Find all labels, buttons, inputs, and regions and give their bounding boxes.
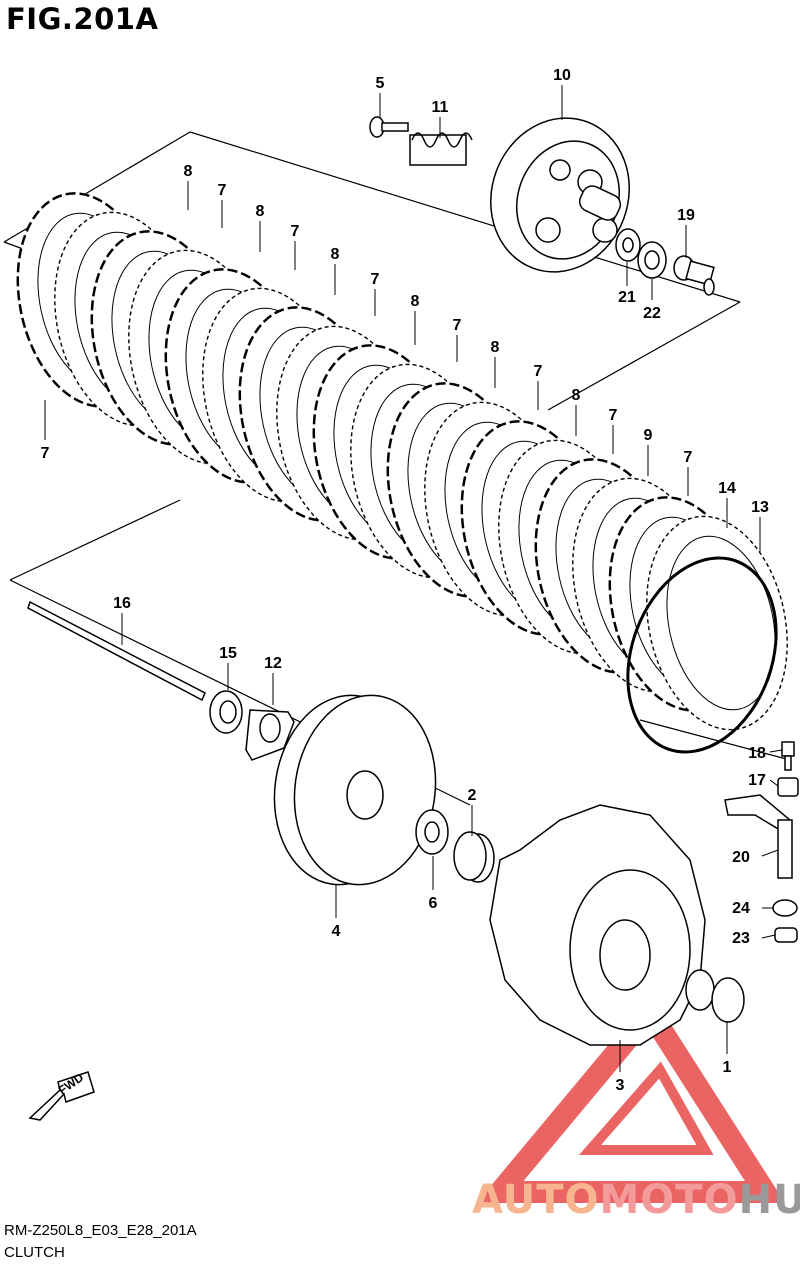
bearing-23	[774, 927, 798, 943]
fwd-arrow: FWD	[28, 1070, 95, 1121]
watermark-text-moto: MOTO	[599, 1177, 739, 1223]
callout-label-24: 24	[732, 900, 750, 917]
callout-leader	[761, 934, 776, 939]
watermark-text-auto: AUTO	[472, 1177, 600, 1223]
callout-label-2: 2	[468, 787, 477, 804]
oil-seal-24	[772, 899, 798, 917]
callout-label-12: 12	[264, 655, 282, 672]
callout-label-15: 15	[219, 645, 237, 662]
watermark-text: AUTOMOTOHUB	[472, 1180, 800, 1220]
callout-label-4: 4	[332, 923, 341, 940]
watermark-text-hub: HUB	[738, 1177, 800, 1223]
callout-label-13: 13	[751, 499, 769, 516]
figure-title: FIG.201A	[6, 2, 159, 36]
spacer-1	[685, 969, 745, 1023]
callout-label-18: 18	[748, 745, 766, 762]
callout-layer: 5111019212287878787878797141371615124623…	[41, 67, 783, 1094]
callout-leader	[769, 779, 779, 787]
callout-label-16: 16	[113, 595, 131, 612]
diagram-name: CLUTCH	[4, 1244, 65, 1261]
clutch-housing-3	[489, 804, 706, 1046]
bolt-5	[369, 116, 409, 138]
pushrod-16	[27, 600, 206, 702]
callout-label-14: 14	[718, 480, 736, 497]
callout-label-11: 11	[432, 99, 449, 116]
callout-label-19: 19	[677, 207, 695, 224]
callout-label-7: 7	[41, 445, 50, 462]
callout-label-7: 7	[453, 317, 462, 334]
pushrod-19	[673, 255, 715, 296]
clutch-plate-stack	[16, 192, 788, 754]
callout-label-1: 1	[723, 1059, 732, 1076]
diagram-code: RM-Z250L8_E03_E28_201A	[4, 1222, 197, 1239]
callout-label-10: 10	[553, 67, 571, 84]
callout-label-8: 8	[184, 163, 193, 180]
callout-label-7: 7	[609, 407, 618, 424]
callout-label-7: 7	[291, 223, 300, 240]
callout-label-22: 22	[643, 305, 661, 322]
washer-21	[615, 228, 641, 262]
callout-label-21: 21	[618, 289, 636, 306]
callout-label-20: 20	[732, 849, 750, 866]
callout-label-5: 5	[376, 75, 385, 92]
callout-label-8: 8	[572, 387, 581, 404]
callout-label-7: 7	[371, 271, 380, 288]
watermark-logo	[476, 993, 786, 1203]
callout-leader	[761, 849, 779, 857]
callout-label-8: 8	[331, 246, 340, 263]
pressure-plate	[490, 117, 630, 273]
bearing-22	[637, 241, 667, 279]
callout-label-9: 9	[644, 427, 653, 444]
callout-label-7: 7	[534, 363, 543, 380]
callout-leader	[769, 749, 783, 753]
callout-label-7: 7	[684, 449, 693, 466]
callout-label-8: 8	[411, 293, 420, 310]
callout-label-8: 8	[256, 203, 265, 220]
callout-label-3: 3	[616, 1077, 625, 1094]
callout-label-6: 6	[429, 895, 438, 912]
callout-label-8: 8	[491, 339, 500, 356]
nut-15	[209, 690, 243, 734]
bolt-18	[781, 741, 795, 771]
spring-ring-13	[626, 556, 778, 754]
plate-inner-edge	[666, 535, 776, 711]
callout-label-23: 23	[732, 930, 750, 947]
spring-11	[409, 132, 473, 166]
needle-bearing-2	[453, 831, 495, 883]
callout-label-17: 17	[748, 772, 766, 789]
callout-label-7: 7	[218, 182, 227, 199]
lock-washer-12	[245, 709, 295, 761]
washer-6	[415, 809, 449, 855]
clutch-hub-4	[273, 694, 437, 886]
plate-17	[777, 777, 799, 797]
lever-20	[724, 794, 793, 879]
